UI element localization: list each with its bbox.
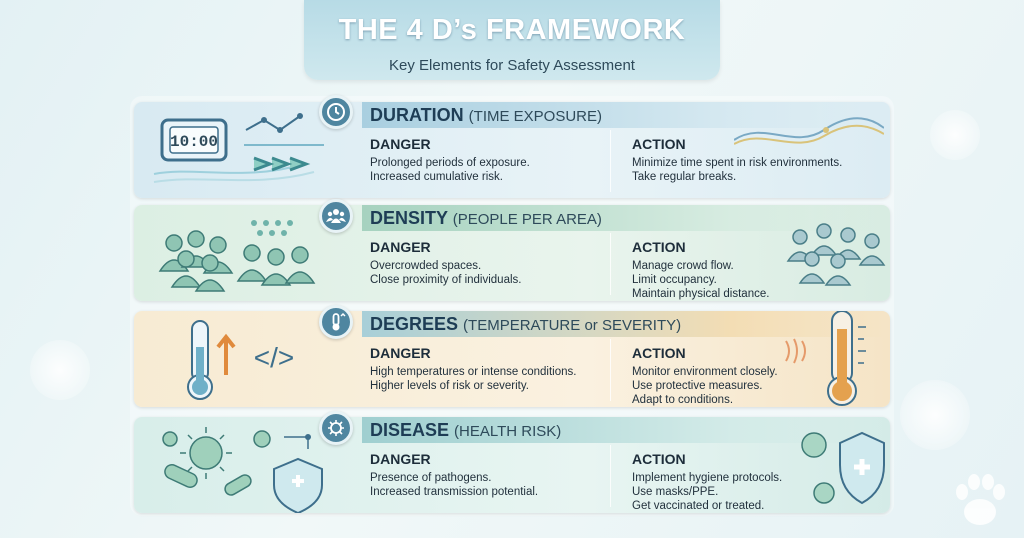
paw-watermark-icon: [956, 474, 1005, 525]
action-text: Minimize time spent in risk environments…: [632, 157, 843, 183]
row-title: DISEASE: [370, 420, 450, 440]
row-heading: DEGREES (TEMPERATURE or SEVERITY): [370, 314, 681, 335]
danger-label: DANGER: [370, 136, 431, 152]
degrees-illustration: </>: [187, 320, 294, 400]
virus-icon: [319, 411, 353, 445]
row-disease: DISEASE (HEALTH RISK) DANGER Presence of…: [134, 417, 890, 513]
shield-virus-decoration: [801, 431, 885, 505]
people-icon: [319, 199, 353, 233]
code-symbol-text: </>: [254, 342, 294, 373]
clock-icon: [319, 95, 353, 129]
clock-display-text: 10:00: [170, 133, 218, 151]
row-heading: DENSITY (PEOPLE PER AREA): [370, 208, 602, 229]
background-glow: [930, 110, 980, 160]
heading-band: [362, 417, 890, 443]
danger-label: DANGER: [370, 239, 431, 255]
row-degrees: </> DEGREES (TEMPERATURE or SEVERITY) DA…: [134, 311, 890, 407]
background-glow: [30, 340, 90, 400]
wave-decoration: [734, 117, 884, 145]
row-qualifier: (TEMPERATURE or SEVERITY): [463, 317, 682, 334]
danger-text: High temperatures or intense conditions.…: [370, 366, 577, 392]
danger-text: Presence of pathogens. Increased transmi…: [370, 472, 539, 498]
page-subtitle: Key Elements for Safety Assessment: [389, 57, 635, 74]
heading-band: [362, 311, 890, 337]
crowd-decoration: [786, 223, 886, 286]
action-label: ACTION: [632, 239, 686, 255]
title-banner: THE 4 D’s FRAMEWORK Key Elements for Saf…: [304, 0, 720, 80]
action-text: Manage crowd flow. Limit occupancy. Main…: [632, 260, 770, 300]
column-divider: [610, 339, 611, 401]
row-qualifier: (HEALTH RISK): [454, 423, 562, 440]
danger-text: Overcrowded spaces. Close proximity of i…: [370, 260, 522, 286]
heading-band: [362, 102, 890, 128]
row-qualifier: (PEOPLE PER AREA): [452, 211, 602, 228]
row-duration: 10:00 DURATION (TIME EXPOSURE) DANGER Pr…: [134, 102, 890, 198]
action-label: ACTION: [632, 451, 686, 467]
row-density: DENSITY (PEOPLE PER AREA) DANGER Overcro…: [134, 205, 890, 301]
danger-text: Prolonged periods of exposure. Increased…: [370, 157, 530, 183]
row-title: DURATION: [370, 105, 464, 125]
column-divider: [610, 130, 611, 192]
danger-label: DANGER: [370, 345, 431, 361]
row-title: DENSITY: [370, 208, 448, 228]
thermometer-icon: [319, 305, 353, 339]
heading-band: [362, 205, 890, 231]
row-heading: DISEASE (HEALTH RISK): [370, 420, 561, 441]
action-text: Monitor environment closely. Use protect…: [632, 366, 778, 406]
density-illustration: [158, 220, 316, 292]
row-qualifier: (TIME EXPOSURE): [468, 108, 603, 125]
hot-thermometer-decoration: [785, 311, 866, 406]
column-divider: [610, 445, 611, 507]
action-label: ACTION: [632, 345, 686, 361]
duration-illustration: 10:00: [153, 113, 324, 183]
danger-label: DANGER: [370, 451, 431, 467]
background-glow: [900, 380, 970, 450]
action-label: ACTION: [632, 136, 686, 152]
row-heading: DURATION (TIME EXPOSURE): [370, 105, 602, 126]
row-title: DEGREES: [370, 314, 459, 334]
column-divider: [610, 233, 611, 295]
action-text: Implement hygiene protocols. Use masks/P…: [632, 472, 783, 512]
disease-illustration: [162, 427, 323, 513]
page-title: THE 4 D’s FRAMEWORK: [338, 14, 686, 46]
